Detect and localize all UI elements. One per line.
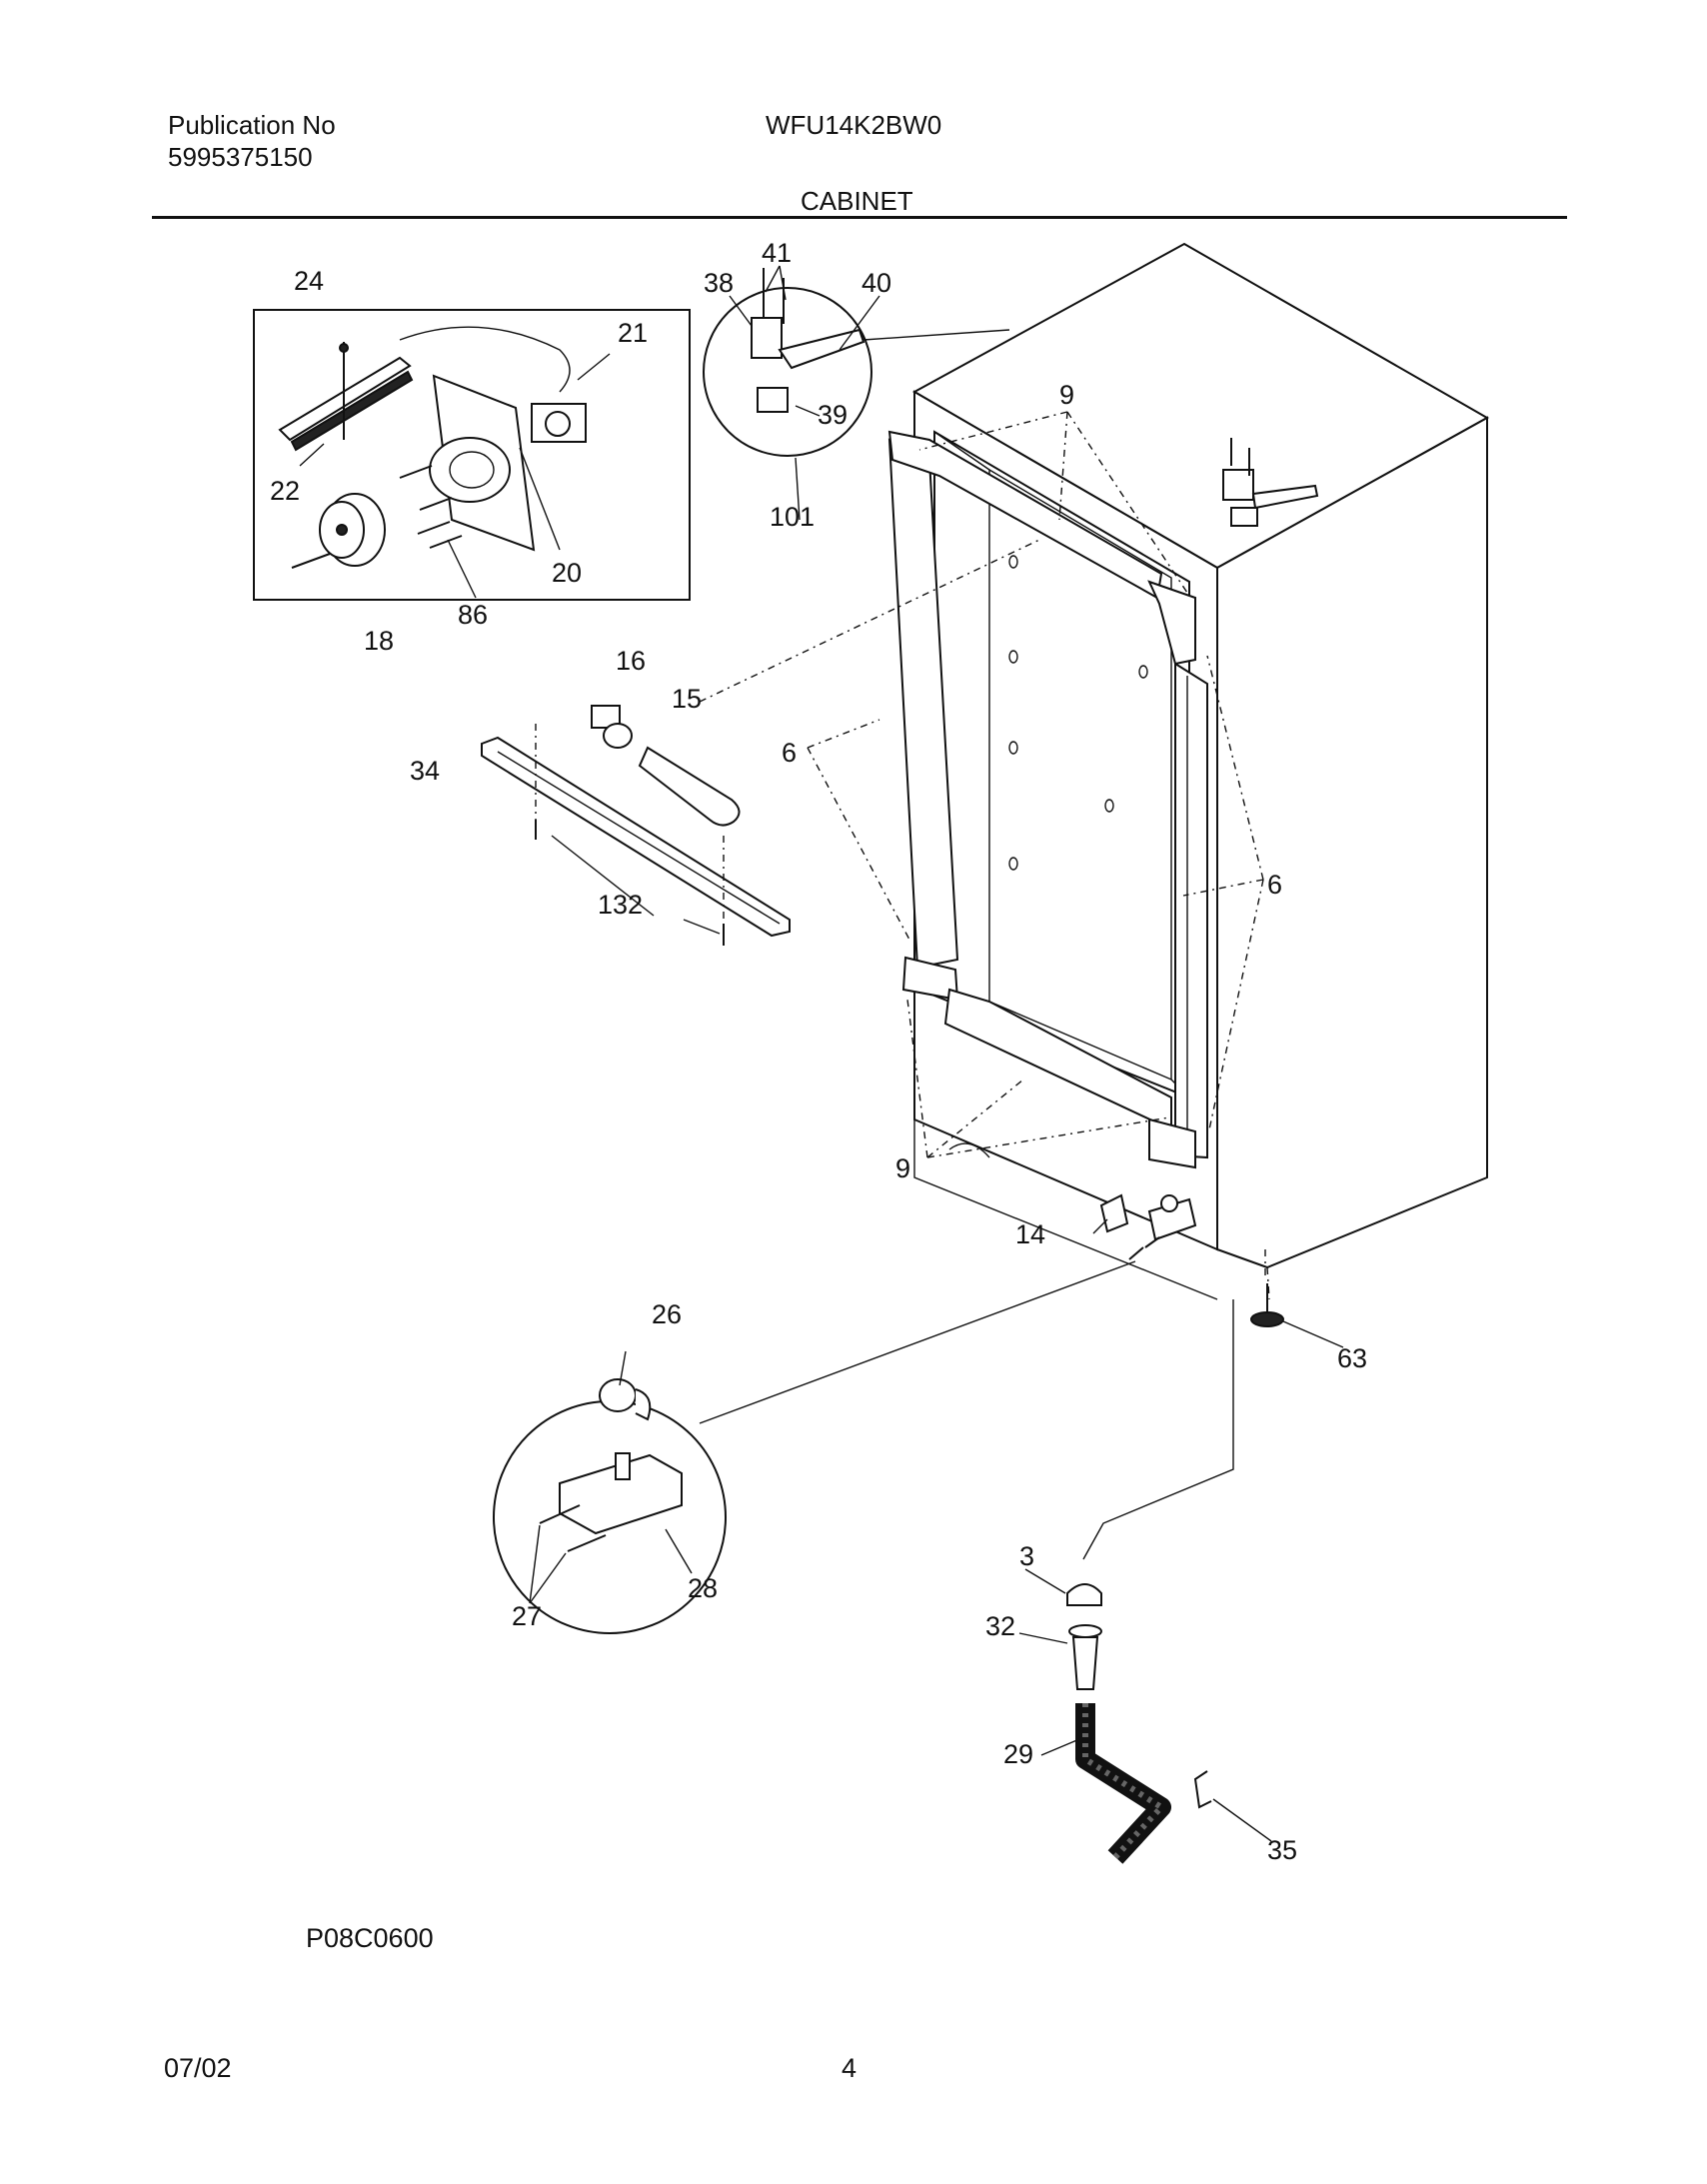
- callout-3: 3: [1019, 1541, 1034, 1571]
- breaker-leaders: [807, 411, 1270, 1300]
- callout-132: 132: [598, 890, 643, 920]
- figure-code: P08C0600: [306, 1923, 434, 1953]
- callout-35: 35: [1267, 1835, 1297, 1865]
- callout-27: 27: [512, 1601, 542, 1631]
- callout-101: 101: [770, 502, 815, 532]
- page-number: 4: [842, 2053, 856, 2083]
- callout-34: 34: [410, 756, 440, 786]
- lower-hinge-detail: [493, 1350, 727, 1634]
- upper-hinge-installed: [1222, 438, 1319, 527]
- upper-hinge-detail: [703, 265, 1010, 521]
- callout-24: 24: [294, 266, 324, 296]
- callout-6-left: 6: [782, 738, 797, 768]
- callout-15: 15: [672, 684, 702, 714]
- callout-6-right: 6: [1267, 870, 1282, 900]
- callout-16: 16: [616, 646, 646, 676]
- callout-38: 38: [704, 268, 734, 298]
- callout-labels: 24 21 22 20 18 86 41 38 40 39 101 9 16 1…: [270, 238, 1367, 1865]
- fan-motor-inset: [253, 309, 691, 601]
- section-title: CABINET: [801, 186, 913, 216]
- callout-21: 21: [618, 318, 648, 348]
- callout-9-top: 9: [1059, 380, 1074, 410]
- callout-22: 22: [270, 476, 300, 506]
- publication-number: 5995375150: [168, 142, 313, 172]
- callout-41: 41: [762, 238, 792, 268]
- callout-26: 26: [652, 1299, 682, 1329]
- callout-18: 18: [364, 626, 394, 656]
- publication-label: Publication No: [168, 110, 336, 140]
- thermostat: [591, 539, 1040, 827]
- callout-14: 14: [1015, 1219, 1045, 1249]
- lower-hinge-area: [699, 1193, 1344, 1424]
- light-shield: [481, 724, 791, 946]
- drain-assembly: [1018, 1299, 1272, 1864]
- callout-29: 29: [1003, 1739, 1033, 1769]
- footer-date: 07/02: [164, 2053, 232, 2083]
- callout-20: 20: [552, 558, 582, 588]
- cabinet-body: [887, 242, 1490, 1300]
- callout-39: 39: [818, 400, 848, 430]
- callout-63: 63: [1337, 1343, 1367, 1373]
- callout-28: 28: [688, 1573, 718, 1603]
- header-rule: [152, 216, 1567, 219]
- callout-86: 86: [458, 600, 488, 630]
- callout-40: 40: [861, 268, 891, 298]
- callout-9-bottom: 9: [895, 1153, 910, 1183]
- model-number: WFU14K2BW0: [766, 110, 942, 140]
- callout-32: 32: [985, 1611, 1015, 1641]
